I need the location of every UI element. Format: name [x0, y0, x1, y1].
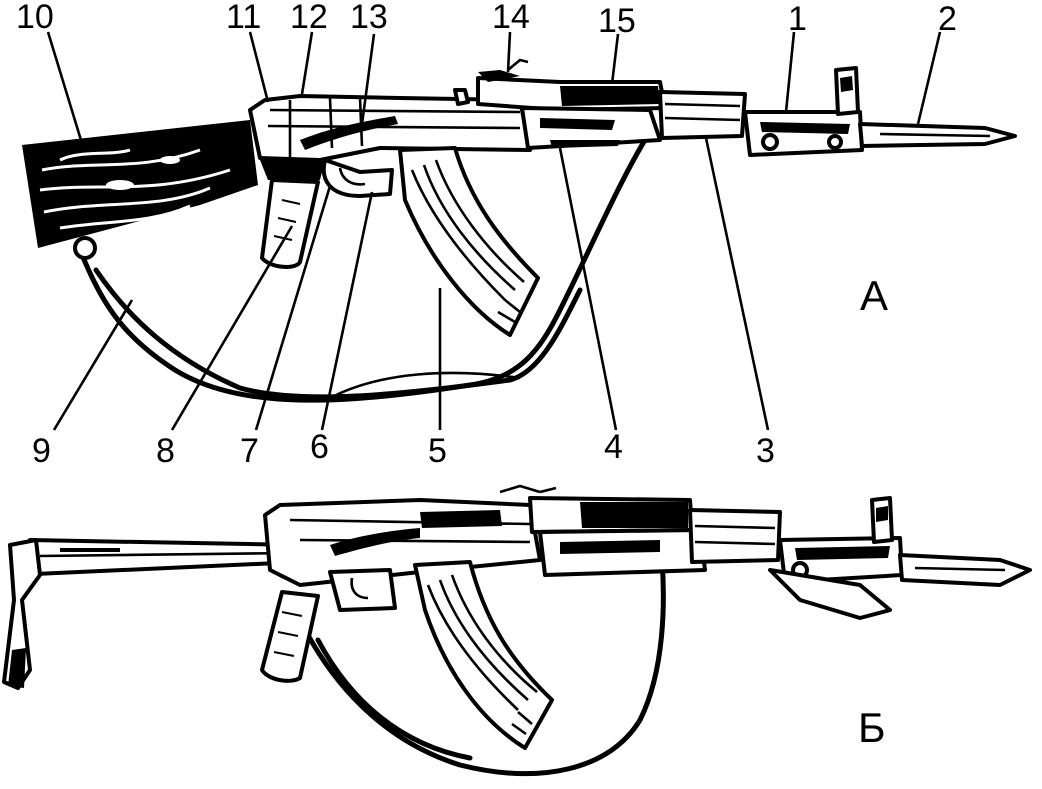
callout-15: 15: [598, 2, 636, 40]
handguard-b: [528, 496, 707, 577]
receiver-a: [248, 94, 532, 180]
callout-3: 3: [756, 432, 775, 470]
magazine-b: [413, 560, 554, 750]
handguard-a: [476, 58, 667, 150]
barrel-a: [658, 66, 864, 157]
callout-leaders: [46, 31, 942, 431]
callout-12: 12: [290, 0, 328, 36]
stock-a: [22, 120, 258, 260]
callout-14: 14: [492, 0, 530, 36]
rifle-b: [2, 484, 1032, 777]
callout-9: 9: [32, 432, 51, 470]
callout-1: 1: [788, 0, 807, 38]
callout-2: 2: [938, 0, 957, 38]
callout-5: 5: [428, 432, 447, 470]
trigger-guard-a: [321, 158, 394, 198]
callout-8: 8: [156, 432, 175, 470]
callout-labels: 10 11 12 13 14 15 1 2 9 8 7 6 5 4 3: [16, 0, 957, 470]
pistol-grip-b: [260, 590, 320, 683]
callout-7: 7: [240, 432, 259, 470]
panel-label-a: А: [860, 272, 888, 319]
rifle-a: [22, 58, 1017, 403]
barrel-b: [688, 496, 904, 620]
callout-10: 10: [16, 0, 54, 36]
pistol-grip-a: [260, 178, 320, 269]
sling-a: [75, 132, 651, 403]
callout-6: 6: [310, 428, 329, 466]
panel-label-b: Б: [858, 704, 886, 751]
callout-13: 13: [350, 0, 388, 36]
callout-4: 4: [604, 428, 623, 466]
rear-sight-a: [453, 88, 470, 106]
magazine-a: [398, 146, 540, 337]
callout-11: 11: [226, 0, 261, 36]
sling-b: [297, 557, 666, 777]
